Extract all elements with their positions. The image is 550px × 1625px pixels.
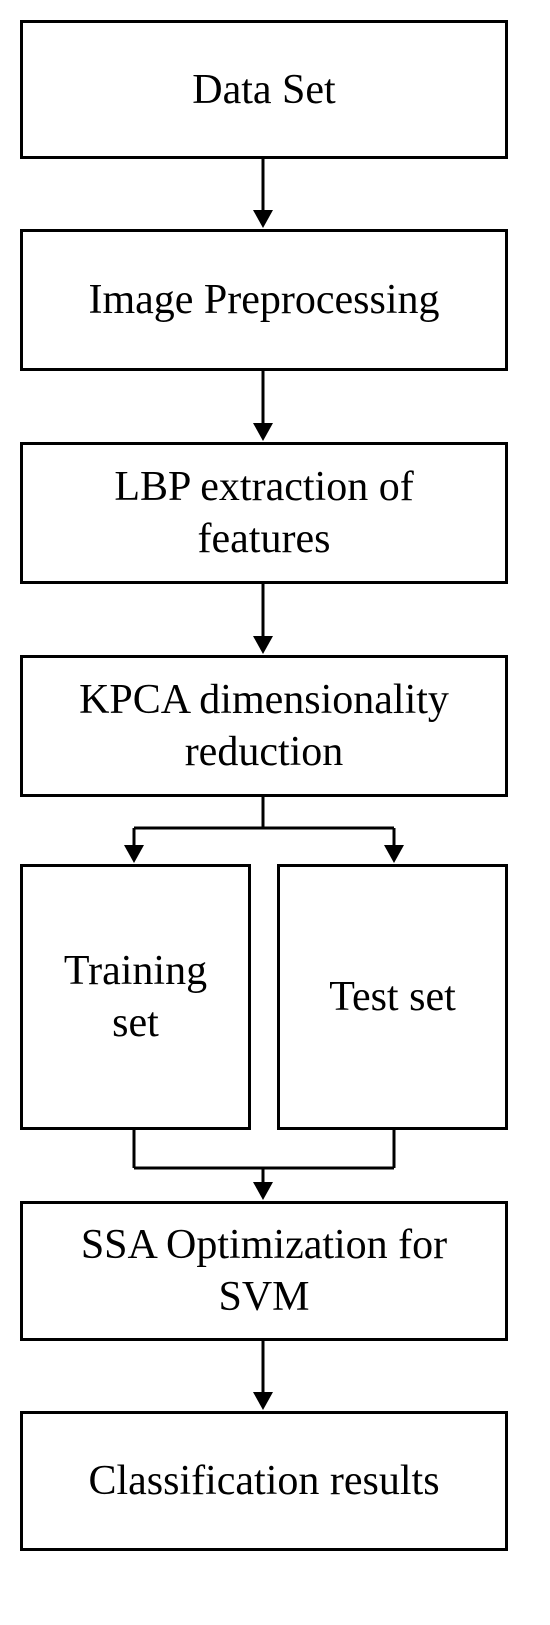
box-training-set: Training set <box>20 864 251 1130</box>
training-label-line-2: set <box>112 1000 159 1046</box>
lbp-label-line-2: features <box>197 516 331 562</box>
box-lbp-extraction: LBP extraction of features <box>20 442 508 584</box>
box-lbp-extraction-label: LBP extraction of features <box>23 461 505 565</box>
box-image-preprocessing: Image Preprocessing <box>20 229 508 371</box>
lbp-label-line-1: LBP extraction of <box>114 464 414 510</box>
arrowhead-lbp <box>253 423 273 441</box>
arrowhead-training <box>124 845 144 863</box>
box-ssa-optimization: SSA Optimization for SVM <box>20 1201 508 1341</box>
box-classification-results: Classification results <box>20 1411 508 1551</box>
box-test-set-label: Test set <box>329 974 456 1020</box>
box-kpca-reduction-label: KPCA dimensionality reduction <box>23 674 505 778</box>
box-kpca-reduction: KPCA dimensionality reduction <box>20 655 508 797</box>
box-ssa-optimization-label: SSA Optimization for SVM <box>23 1219 505 1323</box>
arrowhead-ssa <box>253 1182 273 1200</box>
box-image-preprocessing-label: Image Preprocessing <box>88 277 440 323</box>
training-label-line-1: Training <box>63 948 208 994</box>
ssa-label-line-1: SSA Optimization for <box>80 1222 448 1268</box>
arrowhead-test <box>384 845 404 863</box>
kpca-label-line-1: KPCA dimensionality <box>79 677 449 723</box>
ssa-label-line-2: SVM <box>218 1274 310 1320</box>
box-data-set-label: Data Set <box>192 66 336 113</box>
kpca-label-line-2: reduction <box>184 729 344 775</box>
box-test-set: Test set <box>277 864 508 1130</box>
arrowhead-preprocessing <box>253 210 273 228</box>
box-data-set: Data Set <box>20 20 508 159</box>
arrowhead-classification <box>253 1392 273 1410</box>
box-classification-results-label: Classification results <box>88 1458 440 1504</box>
arrowhead-kpca <box>253 636 273 654</box>
box-training-set-label: Training set <box>23 945 248 1049</box>
